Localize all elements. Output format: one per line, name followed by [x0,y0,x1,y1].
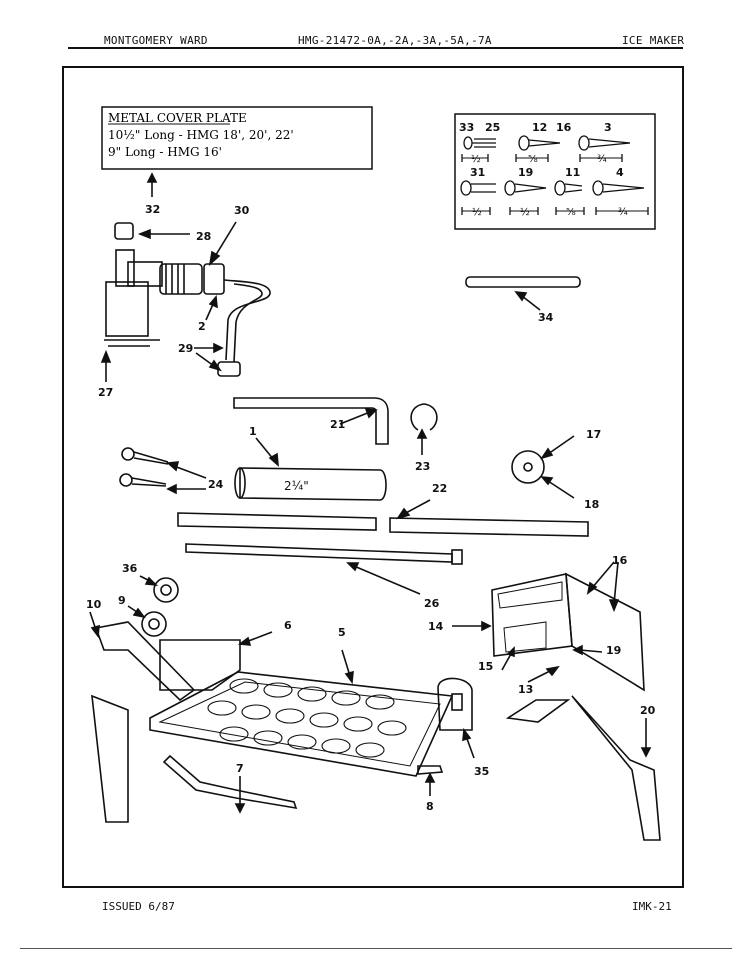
callout-10: 10 [86,598,102,611]
bushing-36 [153,577,179,603]
callout-28: 28 [196,230,211,243]
callout-30: 30 [234,204,250,217]
callout-19: 19 [606,644,621,657]
callout-5: 5 [338,626,346,639]
screws [460,135,649,215]
brand-label: MONTGOMERY WARD [104,34,208,47]
callout-3: 3 [604,121,612,134]
size-top-1: ½ [471,153,481,165]
callout-20: 20 [640,704,656,717]
callout-7: 7 [236,762,244,775]
callout-22: 22 [432,482,447,495]
callout-17: 17 [586,428,601,441]
callout-36: 36 [122,562,138,575]
water-valve-assembly [100,221,271,382]
diagram-frame [62,66,684,888]
size-top-2: ⅝ [528,154,538,165]
callout-16-screw: 16 [556,121,572,134]
callout-35: 35 [474,765,489,778]
clamp-23 [410,403,438,431]
cover-plate-title: METAL COVER PLATE [108,111,247,125]
callout-12: 12 [532,121,547,134]
cover-plate-line2: 9" Long - HMG 16' [108,145,222,159]
callout-13: 13 [518,683,533,696]
ice-maker-body [89,611,475,823]
cable-tie-26 [185,543,453,563]
callout-8: 8 [426,800,434,813]
tube-length-marking: 2¼" [284,479,309,493]
washer-17 [511,450,545,484]
tube-22a [177,512,377,531]
l-tube-21 [233,397,389,445]
issued-date: ISSUED 6/87 [102,900,175,913]
callout-2: 2 [198,320,206,333]
callout-29: 29 [178,342,193,355]
callout-32: 32 [145,203,160,216]
callout-6: 6 [284,619,292,632]
screw-box [454,113,656,230]
size-bottom-3: ⅝ [566,207,576,218]
clips-24 [119,447,207,495]
page-code: IMK-21 [632,900,672,913]
cover-plate-box [101,106,373,170]
cover-plate-line1: 10½" Long - HMG 18', 20', 22' [108,128,294,142]
callout-14: 14 [428,620,444,633]
callout-34: 34 [538,311,554,324]
section-title: ICE MAKER [622,34,685,47]
size-bottom-4: ¾ [618,207,628,218]
callout-16: 16 [612,554,628,567]
callout-27: 27 [98,386,113,399]
callout-15: 15 [478,660,493,673]
model-numbers: HMG-21472-0A,-2A,-3A,-5A,-7A [298,34,492,47]
callout-19-screw: 19 [518,166,533,179]
header-rule [68,47,683,49]
callout-25: 25 [485,121,500,134]
callout-33: 33 [459,121,474,134]
gear-9 [141,611,167,637]
callout-18: 18 [584,498,599,511]
callout-31: 31 [470,166,485,179]
callout-4: 4 [616,166,624,179]
callout-1: 1 [249,425,257,438]
tube-1 [239,467,387,501]
size-top-3: ¾ [597,154,607,165]
bottom-rule [20,948,732,949]
callout-11: 11 [565,166,580,179]
size-bottom-1: ½ [472,206,482,218]
rod-34 [465,276,581,288]
callout-9: 9 [118,594,126,607]
callout-24: 24 [208,478,224,491]
callout-23: 23 [415,460,430,473]
front-cover [452,561,661,841]
callout-21: 21 [330,418,345,431]
tube-22b [389,517,589,537]
callout-26: 26 [424,597,440,610]
size-bottom-2: ½ [520,206,530,218]
